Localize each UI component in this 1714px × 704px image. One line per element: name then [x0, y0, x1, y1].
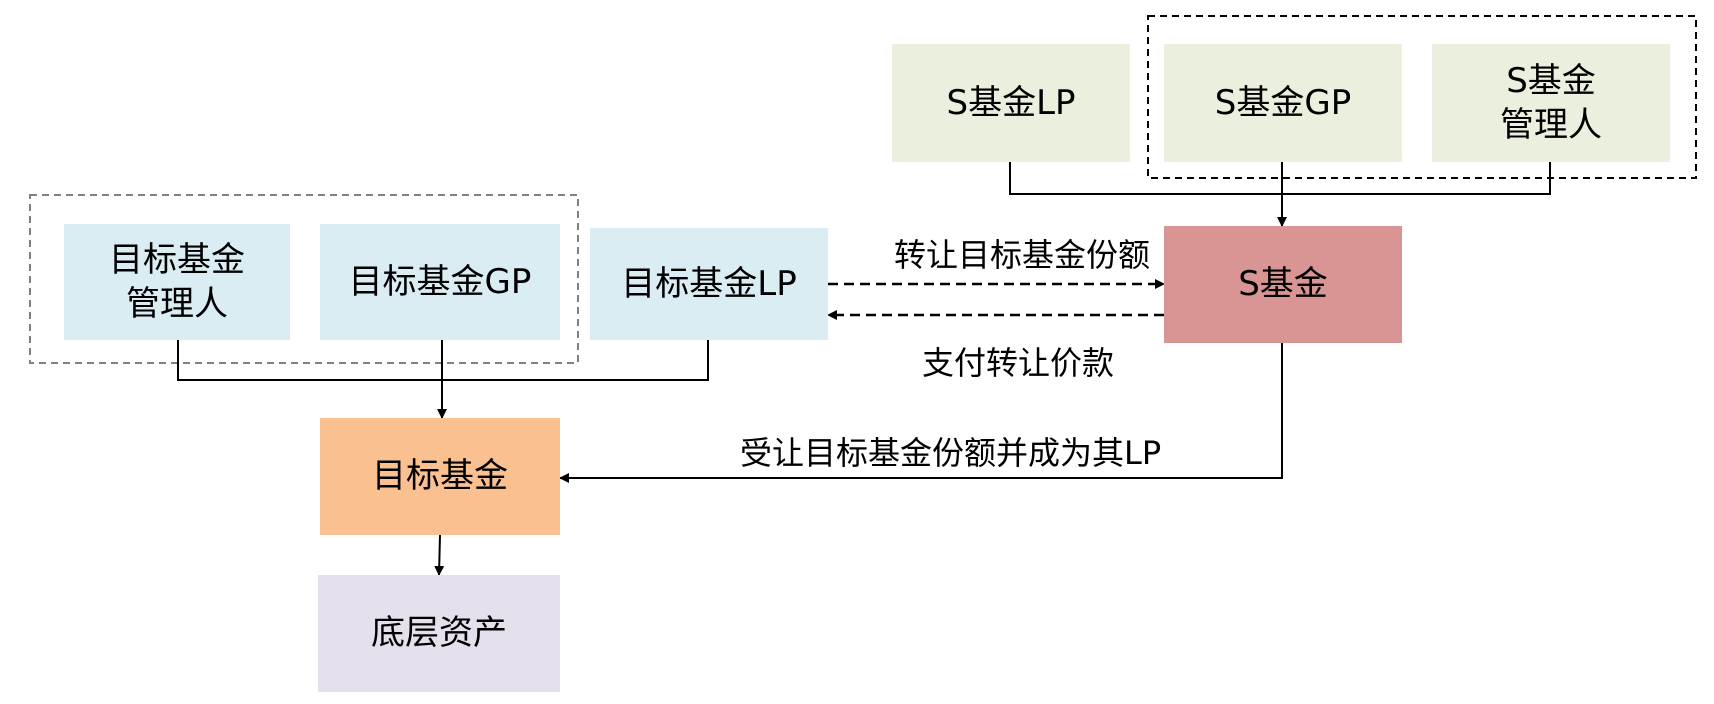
node-target-lp: 目标基金LP	[590, 228, 828, 340]
node-underlying-assets: 底层资产	[318, 575, 560, 692]
node-target-fund-label: 目标基金	[372, 456, 508, 497]
node-s-gp: S基金GP	[1164, 44, 1402, 162]
node-target-gp-label: 目标基金GP	[348, 261, 532, 302]
node-target-manager-label: 目标基金 管理人	[109, 239, 245, 324]
node-s-fund: S基金	[1164, 226, 1402, 343]
s-group-outline	[1147, 15, 1697, 179]
node-s-manager-label: S基金 管理人	[1500, 60, 1602, 145]
node-s-gp-label: S基金GP	[1214, 82, 1352, 123]
line-s-group	[1009, 162, 1551, 195]
arrow-receive-share	[559, 343, 1283, 483]
node-s-manager: S基金 管理人	[1432, 44, 1670, 162]
node-target-manager: 目标基金 管理人	[64, 224, 290, 340]
edge-transfer-share-label: 转让目标基金份额	[894, 236, 1151, 274]
node-s-fund-label: S基金	[1238, 264, 1328, 305]
target-group-outline	[29, 194, 579, 364]
node-s-lp: S基金LP	[892, 44, 1130, 162]
node-target-gp: 目标基金GP	[320, 224, 560, 340]
edge-receive-share-label: 受让目标基金份额并成为其LP	[740, 434, 1162, 472]
edge-pay-price-label: 支付转让价款	[922, 344, 1115, 382]
node-target-lp-label: 目标基金LP	[621, 263, 797, 304]
node-target-fund: 目标基金	[320, 418, 560, 535]
arrow-to-underlying	[434, 534, 445, 576]
node-s-lp-label: S基金LP	[946, 82, 1076, 123]
node-underlying-assets-label: 底层资产	[371, 613, 507, 654]
